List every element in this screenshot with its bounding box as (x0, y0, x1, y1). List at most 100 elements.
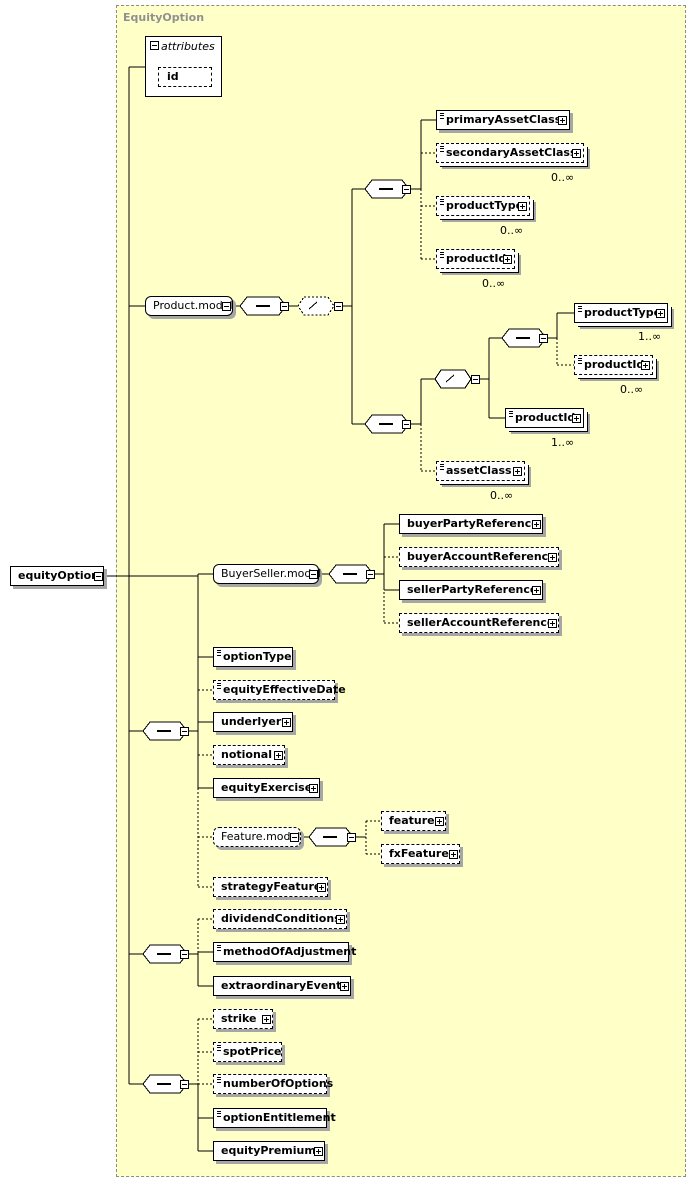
collapse-icon[interactable] (347, 833, 356, 842)
annotation-icon (217, 1077, 221, 1083)
expand-icon[interactable] (656, 309, 665, 318)
element-sellerpartyreference[interactable]: sellerPartyReference (399, 580, 543, 600)
element-productid[interactable]: productId (436, 249, 515, 269)
element-assetclass[interactable]: assetClass (436, 461, 525, 481)
expand-icon[interactable] (548, 553, 557, 562)
collapse-icon[interactable] (539, 334, 548, 343)
sequence-dots (157, 188, 530, 1085)
collapse-icon[interactable] (180, 1080, 189, 1089)
element-methodofadjustment[interactable]: methodOfAdjustment (213, 942, 356, 962)
collapse-icon[interactable] (309, 570, 318, 579)
element-label: optionEntitlement (223, 1111, 336, 1124)
expand-icon[interactable] (435, 817, 444, 826)
expand-icon[interactable] (558, 116, 567, 125)
collapse-icon[interactable] (402, 420, 411, 429)
group-feature-model[interactable]: Feature.model (213, 827, 301, 847)
complex-type-title: EquityOption (123, 11, 205, 24)
element-optionentitlement[interactable]: optionEntitlement (213, 1108, 336, 1128)
annotation-icon (578, 306, 582, 312)
annotation-icon (440, 146, 444, 152)
expand-icon[interactable] (274, 751, 283, 760)
expand-icon[interactable] (532, 586, 541, 595)
element-productid[interactable]: productId (505, 408, 584, 428)
expand-icon[interactable] (572, 149, 581, 158)
group-label: BuyerSeller.model (221, 567, 322, 580)
expand-icon[interactable] (317, 883, 326, 892)
annotation-icon (217, 1045, 221, 1051)
group-label: Feature.model (221, 830, 301, 843)
element-equityeffectivedate[interactable]: equityEffectiveDate (213, 680, 346, 700)
expand-icon[interactable] (513, 467, 522, 476)
element-buyeraccountreference[interactable]: buyerAccountReference (399, 547, 559, 567)
expand-icon[interactable] (262, 1015, 271, 1024)
element-extraordinaryevents[interactable]: extraordinaryEvents (213, 976, 351, 996)
collapse-icon[interactable] (280, 302, 289, 311)
element-label: extraordinaryEvents (221, 979, 348, 992)
collapse-icon[interactable] (334, 302, 343, 311)
collapse-icon[interactable] (180, 950, 189, 959)
expand-icon[interactable] (309, 784, 318, 793)
element-notional[interactable]: notional (213, 745, 285, 765)
element-spotprice[interactable]: spotPrice (213, 1042, 282, 1062)
element-label: productId (515, 411, 576, 424)
element-buyerpartyreference[interactable]: buyerPartyReference (399, 514, 543, 534)
attribute-id[interactable]: id (158, 67, 212, 87)
cardinality-label: 0..∞ (482, 277, 506, 290)
expand-icon[interactable] (572, 414, 581, 423)
collapse-icon[interactable] (180, 727, 189, 736)
expand-icon[interactable] (532, 520, 541, 529)
element-productid[interactable]: productId (574, 355, 653, 375)
element-label: feature (389, 814, 435, 827)
cardinality-label: 0..∞ (620, 383, 644, 396)
cardinality-label: 0..∞ (551, 171, 575, 184)
element-label: notional (221, 748, 272, 761)
expand-icon[interactable] (282, 718, 291, 727)
element-equityexercise[interactable]: equityExercise (213, 778, 320, 798)
element-label: buyerAccountReference (407, 550, 556, 563)
annotation-icon (440, 464, 444, 470)
element-label: productType (584, 306, 662, 319)
annotation-icon (440, 252, 444, 258)
collapse-icon[interactable] (290, 833, 299, 842)
choice-compositor-icons (297, 296, 472, 389)
collapse-icon[interactable] (94, 572, 103, 581)
expand-icon[interactable] (641, 361, 650, 370)
element-dividendconditions[interactable]: dividendConditions (213, 909, 347, 929)
root-element-equityoption[interactable]: equityOption (10, 566, 104, 586)
element-equitypremium[interactable]: equityPremium (213, 1141, 325, 1161)
element-selleraccountreference[interactable]: sellerAccountReference (399, 613, 559, 633)
element-strategyfeature[interactable]: strategyFeature (213, 877, 328, 897)
expand-icon[interactable] (548, 619, 557, 628)
expand-icon[interactable] (518, 202, 527, 211)
collapse-icon[interactable] (471, 375, 480, 384)
expand-icon[interactable] (449, 850, 458, 859)
element-primaryassetclass[interactable]: primaryAssetClass (436, 110, 570, 130)
element-optiontype[interactable]: optionType (213, 647, 293, 667)
element-producttype[interactable]: productType (574, 303, 668, 323)
collapse-icon[interactable] (222, 302, 231, 311)
attributes-label: attributes (161, 40, 215, 53)
expand-icon[interactable] (340, 982, 349, 991)
expand-icon[interactable] (503, 255, 512, 264)
element-underlyer[interactable]: underlyer (213, 712, 293, 732)
element-secondaryassetclass[interactable]: secondaryAssetClass (436, 143, 584, 163)
element-fxfeature[interactable]: fxFeature (381, 844, 460, 864)
collapse-icon[interactable] (150, 41, 159, 50)
root-element-label: equityOption (18, 569, 100, 582)
element-label: productId (446, 252, 507, 265)
element-label: productType (446, 199, 524, 212)
element-label: productId (584, 358, 645, 371)
group-buyerseller-model[interactable]: BuyerSeller.model (213, 564, 322, 584)
element-label: buyerPartyReference (407, 517, 539, 530)
expand-icon[interactable] (314, 1147, 323, 1156)
expand-icon[interactable] (336, 915, 345, 924)
element-label: secondaryAssetClass (446, 146, 577, 159)
group-product-model[interactable]: Product.model (145, 296, 233, 316)
element-feature[interactable]: feature (381, 811, 446, 831)
collapse-icon[interactable] (402, 185, 411, 194)
element-producttype[interactable]: productType (436, 196, 530, 216)
annotation-icon (440, 113, 444, 119)
element-numberofoptions[interactable]: numberOfOptions (213, 1074, 333, 1094)
collapse-icon[interactable] (366, 570, 375, 579)
element-strike[interactable]: strike (213, 1009, 273, 1029)
